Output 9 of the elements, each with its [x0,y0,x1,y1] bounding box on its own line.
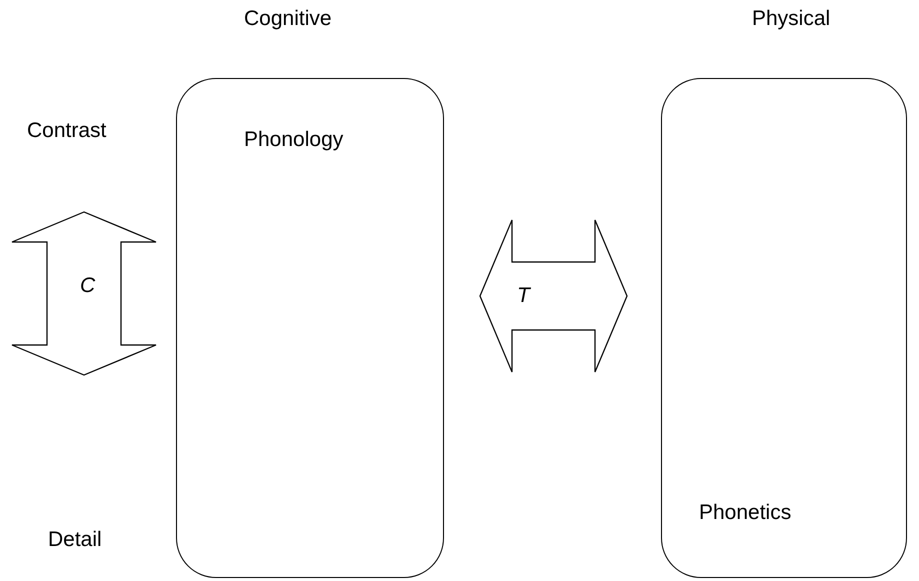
scale-label: Contrast [27,118,106,144]
column-heading: Cognitive [244,6,332,32]
box-label: Phonology [244,127,344,152]
arrow-label: C [80,273,96,298]
column-heading: Physical [752,6,830,32]
scale-label: Detail [48,527,102,552]
box-label: Phonetics [699,500,792,526]
double-block-arrow [479,219,628,373]
edge-label: T [517,283,530,308]
